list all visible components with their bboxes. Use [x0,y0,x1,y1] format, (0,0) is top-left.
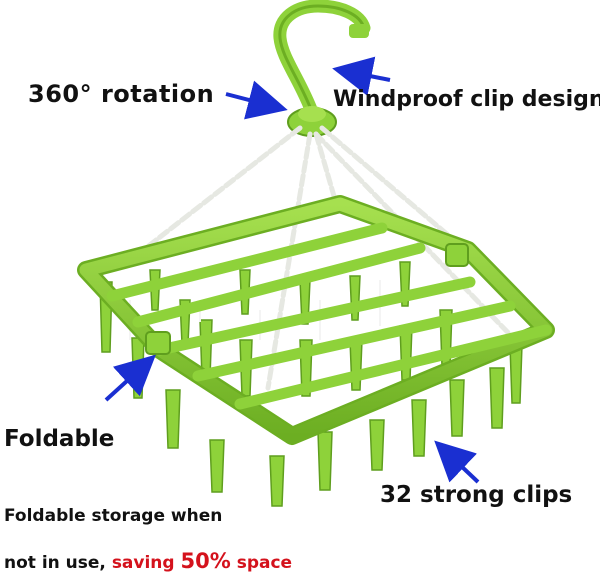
saving-text: saving [111,553,181,573]
arrow-icon [104,56,480,484]
storage-prefix: not in use, [4,553,112,573]
foldable-callout: Foldable [4,426,115,452]
hanger-frame [77,195,555,445]
windproof-callout: Windproof clip design [333,87,600,112]
space-text: space [230,553,293,573]
hook-icon [273,0,371,119]
storage-line-2: not in use, saving 50% space [4,549,292,573]
rotation-callout: 360° rotation [28,80,215,108]
percent-text: 50% [180,549,231,573]
storage-line-1: Foldable storage when [4,506,223,526]
clips-callout: 32 strong clips [380,482,573,508]
